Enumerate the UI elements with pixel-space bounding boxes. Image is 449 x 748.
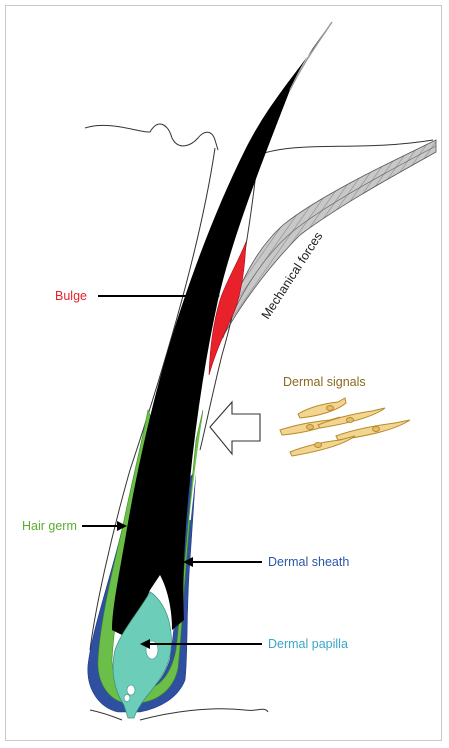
hair-germ-arrow — [82, 521, 127, 531]
papilla-cell-3 — [123, 694, 131, 702]
bulge-label: Bulge — [55, 289, 87, 303]
figure-frame — [5, 5, 442, 741]
dermal-signals-label: Dermal signals — [283, 375, 366, 389]
hollow-left-arrow-icon — [209, 400, 261, 456]
dermal-papilla-shape — [112, 591, 172, 719]
fibroblast-cell-icon — [279, 397, 411, 457]
hair-shaft — [112, 22, 332, 640]
hair-shaft-tip-line — [289, 21, 333, 91]
bulge-arrow — [98, 291, 220, 301]
dermis-bottom-line — [89, 708, 269, 721]
dermal-sheath-arrow — [183, 557, 262, 567]
dermal-sheath-label: Dermal sheath — [268, 555, 349, 569]
bulge-shape — [208, 241, 247, 376]
dermal-papilla-label: Dermal papilla — [268, 637, 348, 651]
skin-surface-line — [84, 123, 219, 151]
follicle-left-wall — [89, 147, 216, 651]
dermal-papilla-arrow — [140, 639, 262, 649]
skin-surface-line-right — [257, 139, 434, 156]
papilla-cell-2 — [126, 684, 136, 696]
hair-germ-label: Hair germ — [22, 519, 77, 533]
follicle-right-wall — [199, 154, 259, 451]
muscle-edge-line — [222, 145, 437, 339]
